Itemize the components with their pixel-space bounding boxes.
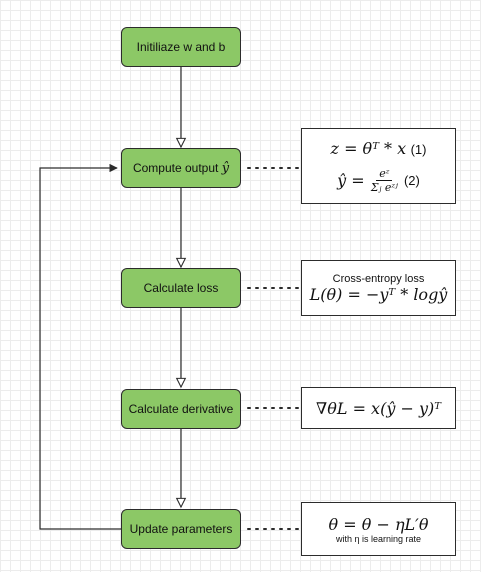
formula-loss-caption: Cross-entropy loss [332, 272, 425, 285]
formula-derivative-equation: ∇θL = x(ŷ − y)ᵀ [316, 398, 441, 418]
formula-output: z = θᵀ * x (1) ŷ = eᶻ Σⱼ eᶻʲ (2) [301, 128, 456, 204]
step-update-parameters-label: Update parameters [129, 522, 233, 536]
step-compute-output-label: Compute output [132, 161, 219, 175]
step-calculate-loss[interactable]: Calculate loss [121, 268, 241, 308]
step-compute-output[interactable]: Compute output ŷ [121, 148, 241, 188]
formula-update: θ = θ − ηL′θ with η is learning rate [301, 502, 456, 556]
formula-softmax: ŷ = eᶻ Σⱼ eᶻʲ (2) [337, 167, 420, 194]
y-hat-symbol: ŷ [221, 160, 230, 176]
formula-loss-equation: L(θ) = −yᵀ * logŷ [309, 284, 448, 304]
formula-linear-equation: z = θᵀ * x [330, 138, 407, 158]
formula-update-note: with η is learning rate [335, 533, 422, 544]
formula-derivative: ∇θL = x(ŷ − y)ᵀ [301, 387, 456, 429]
step-update-parameters[interactable]: Update parameters [121, 509, 241, 549]
softmax-denominator: Σⱼ eᶻʲ [370, 180, 398, 194]
formula-update-equation: θ = θ − ηL′θ [328, 514, 429, 534]
formula-loss: Cross-entropy loss L(θ) = −yᵀ * logŷ [301, 260, 456, 316]
softmax-fraction: eᶻ Σⱼ eᶻʲ [368, 167, 401, 194]
step-initialize[interactable]: Initiliaze w and b [121, 27, 241, 67]
step-initialize-label: Initiliaze w and b [136, 40, 226, 54]
formula-linear: z = θᵀ * x (1) [331, 139, 427, 159]
formula-linear-number: (1) [410, 141, 427, 157]
step-calculate-derivative-label: Calculate derivative [128, 402, 234, 416]
step-calculate-derivative[interactable]: Calculate derivative [121, 389, 241, 429]
step-calculate-loss-label: Calculate loss [143, 281, 219, 295]
formula-softmax-lhs: ŷ = [337, 170, 365, 190]
arrow-loop-back [39, 163, 121, 530]
formula-softmax-number: (2) [403, 172, 420, 188]
softmax-numerator: eᶻ [376, 167, 393, 181]
